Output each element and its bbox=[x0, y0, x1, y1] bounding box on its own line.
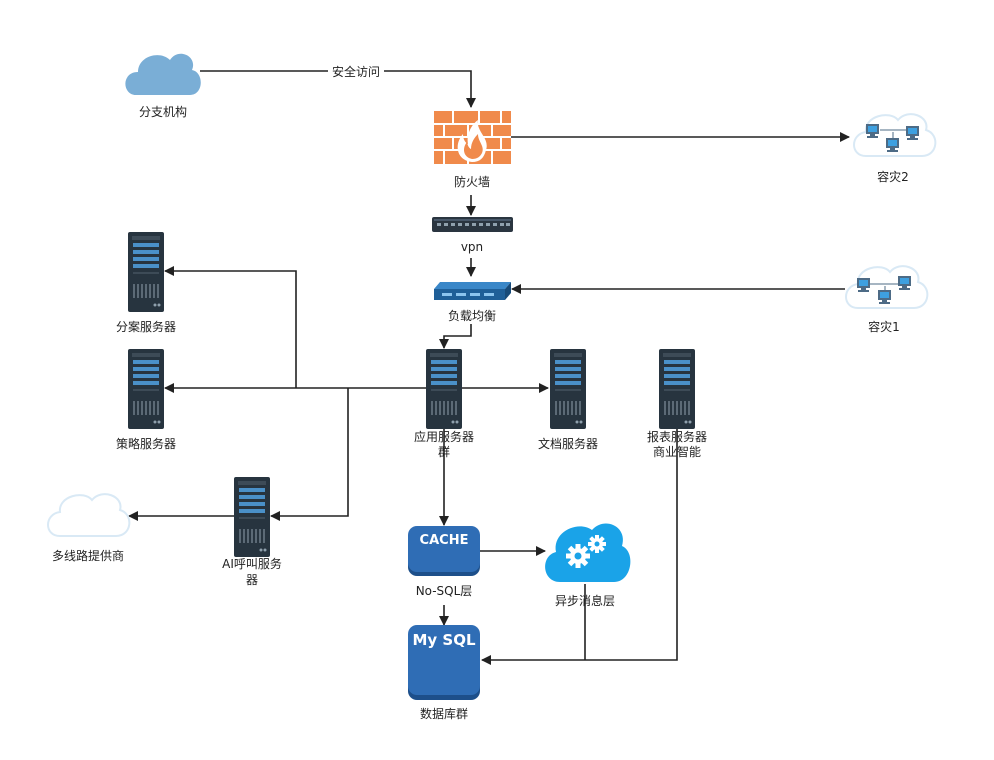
mq-label: 异步消息层 bbox=[555, 593, 615, 608]
report-server-label-line1: 报表服务器 bbox=[647, 429, 707, 444]
firewall-icon bbox=[434, 111, 511, 164]
edge-bus-ai bbox=[270, 388, 349, 521]
mysql-label: 数据库群 bbox=[420, 706, 468, 721]
mysql-db-icon: My SQL bbox=[408, 625, 480, 700]
branch-cloud-icon bbox=[125, 53, 201, 95]
policy-server-icon bbox=[128, 349, 164, 429]
load-balancer-icon bbox=[434, 282, 511, 300]
isp-label: 多线路提供商 bbox=[52, 548, 124, 563]
report-server-icon bbox=[659, 349, 695, 429]
ai-server-label-line1: AI呼叫服务 bbox=[222, 556, 282, 571]
dr1-label: 容灾1 bbox=[868, 319, 900, 334]
branch-label: 分支机构 bbox=[139, 104, 187, 119]
policy-server-label: 策略服务器 bbox=[116, 436, 176, 451]
edge-branch-firewall bbox=[200, 70, 476, 108]
app-cluster-label-line2: 群 bbox=[438, 445, 450, 459]
mysql-badge: My SQL bbox=[412, 631, 475, 649]
ai-server-label-line2: 器 bbox=[246, 573, 258, 587]
edge-bus-case bbox=[164, 266, 297, 388]
edge-report-mysql bbox=[481, 428, 678, 665]
doc-server-label: 文档服务器 bbox=[538, 436, 598, 451]
isp-cloud-icon bbox=[47, 493, 131, 537]
vpn-switch-icon bbox=[432, 217, 513, 232]
dr2-cloud-icon bbox=[853, 113, 937, 157]
doc-server-icon bbox=[550, 349, 586, 429]
dr2-label: 容灾2 bbox=[877, 169, 909, 184]
app-server-cluster-icon bbox=[426, 349, 462, 429]
app-cluster-label-line1: 应用服务器 bbox=[414, 429, 474, 444]
cache-badge: CACHE bbox=[420, 533, 469, 548]
ai-call-server-icon bbox=[234, 477, 270, 557]
lb-label: 负载均衡 bbox=[448, 309, 496, 323]
case-server-label: 分案服务器 bbox=[116, 319, 176, 334]
case-server-icon bbox=[128, 232, 164, 312]
edge-label-secure-access: 安全访问 bbox=[332, 64, 380, 79]
edge-lb-app bbox=[439, 324, 472, 349]
cache-label: No-SQL层 bbox=[416, 584, 473, 598]
dr1-cloud-icon bbox=[845, 265, 929, 309]
vpn-label: vpn bbox=[461, 240, 483, 254]
cache-db-icon: CACHE bbox=[408, 526, 480, 576]
firewall-label: 防火墙 bbox=[454, 174, 490, 189]
report-server-label-line2: 商业智能 bbox=[653, 444, 701, 459]
mq-cloud-gear-icon bbox=[545, 523, 631, 582]
